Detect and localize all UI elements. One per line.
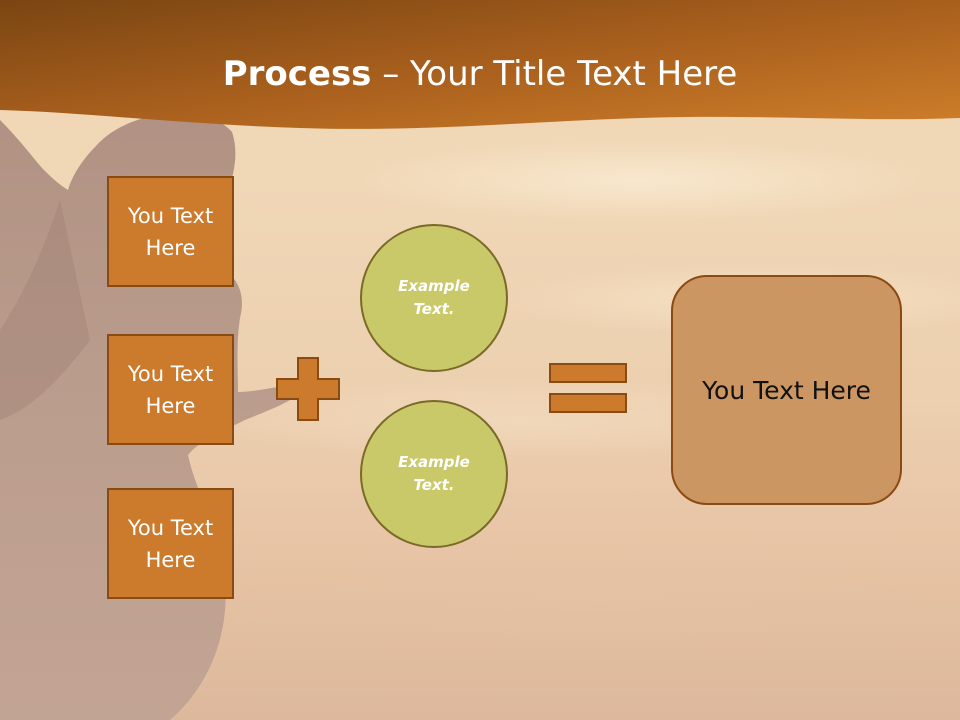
- title-rest: – Your Title Text Here: [371, 54, 738, 94]
- example-circle-2: Example Text.: [360, 400, 508, 548]
- equals-bar-bottom: [549, 393, 627, 413]
- text-box-label: You Text Here: [127, 361, 214, 418]
- text-box-2: You Text Here: [107, 334, 234, 445]
- text-box-label: You Text Here: [127, 515, 214, 572]
- text-box-1: You Text Here: [107, 176, 234, 287]
- text-box-3: You Text Here: [107, 488, 234, 599]
- slide-title: Process – Your Title Text Here: [0, 50, 960, 98]
- plus-icon: [276, 357, 340, 421]
- example-circle-1: Example Text.: [360, 224, 508, 372]
- title-bold: Process: [222, 54, 372, 94]
- equals-bar-top: [549, 363, 627, 383]
- circle-label: Example Text.: [398, 277, 470, 318]
- text-box-label: You Text Here: [127, 203, 214, 260]
- result-label: You Text Here: [702, 375, 871, 405]
- circle-label: Example Text.: [398, 453, 470, 494]
- title-banner: [0, 0, 960, 129]
- result-box: You Text Here: [671, 275, 902, 505]
